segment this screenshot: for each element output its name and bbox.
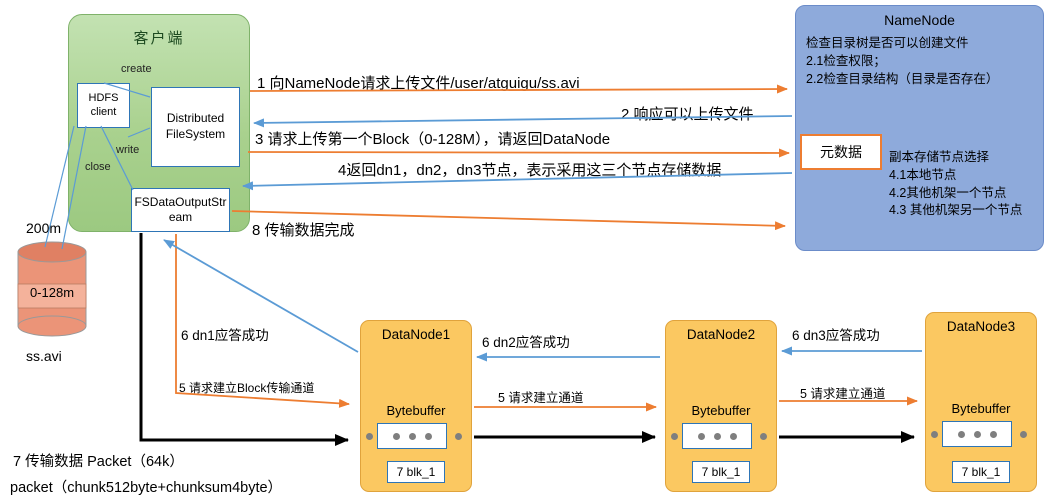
source-file-cylinder [17,241,87,337]
label-step1: 1 向NameNode请求上传文件/user/atguigu/ss.avi [257,75,580,92]
datanode2-node: DataNode2 Bytebuffer 7 blk_1 [665,320,777,492]
namenode-check-line: 2.1检查权限； [806,54,886,69]
create-label: create [121,63,152,75]
label-step8: 8 传输数据完成 [252,222,355,239]
replica-policy: 副本存储节点选择 4.1本地节点 4.2其他机架一个节点 4.3 其他机架另一个… [889,149,1022,220]
label-step6-dn2: 6 dn2应答成功 [482,335,570,350]
packet-dot [931,431,938,438]
file-name-label: ss.avi [26,348,62,364]
hdfs-client-box: HDFS client [77,83,130,128]
packet-dot [366,433,373,440]
datanode3-buffer-box [942,421,1012,447]
replica-policy-line: 4.1本地节点 [889,167,957,182]
datanode3-node: DataNode3 Bytebuffer 7 blk_1 [925,312,1037,492]
datanode2-buffer-box [682,423,752,449]
label-step2: 2 响应可以上传文件 [621,106,754,123]
replica-policy-line: 副本存储节点选择 [889,150,990,164]
file-size-label: 200m [26,220,62,236]
label-step5-dn2: 5 请求建立通道 [498,391,584,405]
cylinder-band [17,283,87,309]
packet-dot [973,430,981,438]
datanode2-title: DataNode2 [686,327,756,342]
namenode-checks: 检查目录树是否可以创建文件 2.1检查权限； 2.2检查目录结构（目录是否存在） [806,34,998,88]
datanode1-node: DataNode1 Bytebuffer 7 blk_1 [360,320,472,492]
packet-dot [989,430,997,438]
label-step3: 3 请求上传第一个Block（0-128M），请返回DataNode [255,131,611,148]
datanode2-buffer-label: Bytebuffer [691,403,751,418]
namenode-node: NameNode 检查目录树是否可以创建文件 2.1检查权限； 2.2检查目录结… [795,5,1044,251]
datanode3-title: DataNode3 [946,319,1016,334]
packet-dot [392,432,400,440]
datanode1-block-box: 7 blk_1 [387,461,445,483]
cylinder-top [17,241,87,263]
block-range-label: 0-128m [29,285,75,300]
datanode1-title: DataNode1 [381,327,451,342]
datanode3-block-box: 7 blk_1 [952,461,1010,483]
namenode-check-line: 2.2检查目录结构（目录是否存在） [806,72,999,87]
packet-dot [455,433,462,440]
packet-dot [957,430,965,438]
datanode2-block-box: 7 blk_1 [692,461,750,483]
label-step5-dn1: 5 请求建立Block传输通道 [179,381,315,395]
label-step6-dn1: 6 dn1应答成功 [181,328,269,343]
packet-dot [713,432,721,440]
packet-dot [424,432,432,440]
label-step7: 7 传输数据 Packet（64k） [13,454,184,470]
datanode3-buffer-label: Bytebuffer [951,401,1011,416]
replica-policy-line: 4.2其他机架一个节点 [889,185,1007,200]
arrow-step3-block-request [247,148,790,158]
packet-dot [760,433,767,440]
close-label: close [85,161,111,173]
datanode1-buffer-label: Bytebuffer [386,403,446,418]
packet-dot [729,432,737,440]
write-label: write [116,144,140,156]
replica-policy-line: 4.3 其他机架另一个节点 [889,203,1023,218]
label-step5-dn3: 5 请求建立通道 [800,387,886,401]
packet-dot [671,433,678,440]
namenode-check-line: 检查目录树是否可以创建文件 [806,36,969,50]
packet-dot [697,432,705,440]
datanode1-buffer-box [377,423,447,449]
namenode-title: NameNode [884,12,955,28]
fs-data-output-stream-box: FSDataOutputStream [131,188,230,232]
packet-dot [408,432,416,440]
client-title: 客户端 [133,30,185,47]
distributed-filesystem-box: Distributed FileSystem [151,87,240,167]
label-step7-detail: packet（chunk512byte+chunksum4byte） [10,480,283,496]
client-node: 客户端 create HDFS client Distributed FileS… [68,14,250,232]
cylinder-bottom [17,315,87,337]
packet-dot [1020,431,1027,438]
metadata-box: 元数据 [800,134,882,170]
label-step4: 4返回dn1，dn2，dn3节点，表示采用这三个节点存储数据 [338,162,722,179]
label-step6-dn3: 6 dn3应答成功 [792,328,880,343]
